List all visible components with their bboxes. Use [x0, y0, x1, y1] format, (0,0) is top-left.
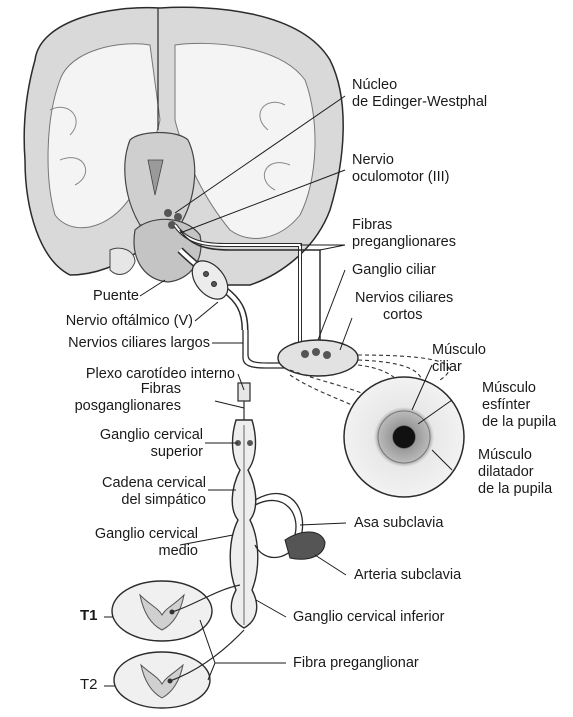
- ciliary-ganglion: [278, 340, 358, 376]
- label-ciliary-ganglion: Ganglio ciliar: [352, 262, 436, 279]
- sympathetic-chain: [230, 383, 258, 628]
- label-sphincter-line3: de la pupila: [482, 414, 556, 431]
- label-middle-cervical-line2: medio: [95, 543, 198, 560]
- label-short-ciliary-nerves: Nervios ciliares cortos: [355, 290, 453, 324]
- label-short-ciliary-line1: Nervios ciliares: [355, 290, 453, 307]
- label-sphincter-line2: esfínter: [482, 397, 556, 414]
- label-ophthalmic-nerve: Nervio oftálmico (V): [66, 313, 193, 330]
- label-t1: T1: [80, 607, 98, 624]
- label-superior-cervical-ganglion: Ganglio cervical superior: [100, 427, 203, 461]
- label-sympathetic-chain-line2: del simpático: [102, 492, 206, 509]
- label-dilator-line2: dilatador: [478, 464, 552, 481]
- label-postganglionic-fibers: Fibras posganglionares: [75, 381, 181, 415]
- label-middle-cervical-ganglion: Ganglio cervical medio: [95, 526, 198, 560]
- label-dilator-line1: Músculo: [478, 447, 552, 464]
- label-edinger-line2: de Edinger-Westphal: [352, 94, 487, 111]
- label-superior-cervical-line1: Ganglio cervical: [100, 427, 203, 444]
- label-superior-cervical-line2: superior: [100, 444, 203, 461]
- label-ciliary-muscle-line2: ciliar: [432, 359, 486, 376]
- label-pons: Puente: [93, 288, 139, 305]
- label-preganglionic-line1: Fibras: [352, 217, 456, 234]
- label-oculomotor-line2: oculomotor (III): [352, 169, 450, 186]
- spinal-cord-t1: [112, 581, 212, 641]
- subclavian-artery: [285, 532, 325, 559]
- label-sympathetic-chain-line1: Cadena cervical: [102, 475, 206, 492]
- label-t2: T2: [80, 676, 98, 693]
- label-dilator-muscle: Músculo dilatador de la pupila: [478, 447, 552, 498]
- label-middle-cervical-line1: Ganglio cervical: [95, 526, 198, 543]
- label-inferior-cervical-ganglion: Ganglio cervical inferior: [293, 609, 445, 626]
- label-postganglionic-line2: posganglionares: [75, 398, 181, 415]
- label-preganglionic-fiber: Fibra preganglionar: [293, 655, 419, 672]
- label-oculomotor-nerve: Nervio oculomotor (III): [352, 152, 450, 186]
- label-edinger-westphal: Núcleo de Edinger-Westphal: [352, 77, 487, 111]
- label-postganglionic-line1: Fibras: [75, 381, 181, 398]
- label-long-ciliary-nerves: Nervios ciliares largos: [68, 335, 210, 352]
- label-preganglionic-line2: preganglionares: [352, 234, 456, 251]
- label-sphincter-muscle: Músculo esfínter de la pupila: [482, 380, 556, 431]
- label-oculomotor-line1: Nervio: [352, 152, 450, 169]
- label-dilator-line3: de la pupila: [478, 481, 552, 498]
- label-sympathetic-chain: Cadena cervical del simpático: [102, 475, 206, 509]
- label-short-ciliary-line2: cortos: [355, 307, 453, 324]
- spinal-cord-t2: [114, 652, 210, 708]
- label-sphincter-line1: Músculo: [482, 380, 556, 397]
- label-edinger-line1: Núcleo: [352, 77, 487, 94]
- label-subclavian-artery: Arteria subclavia: [354, 567, 461, 584]
- eye: [344, 377, 464, 497]
- label-preganglionic-fibers: Fibras preganglionares: [352, 217, 456, 251]
- label-ciliary-muscle: Músculo ciliar: [432, 342, 486, 376]
- label-ciliary-muscle-line1: Músculo: [432, 342, 486, 359]
- label-ansa-subclavia: Asa subclavia: [354, 515, 443, 532]
